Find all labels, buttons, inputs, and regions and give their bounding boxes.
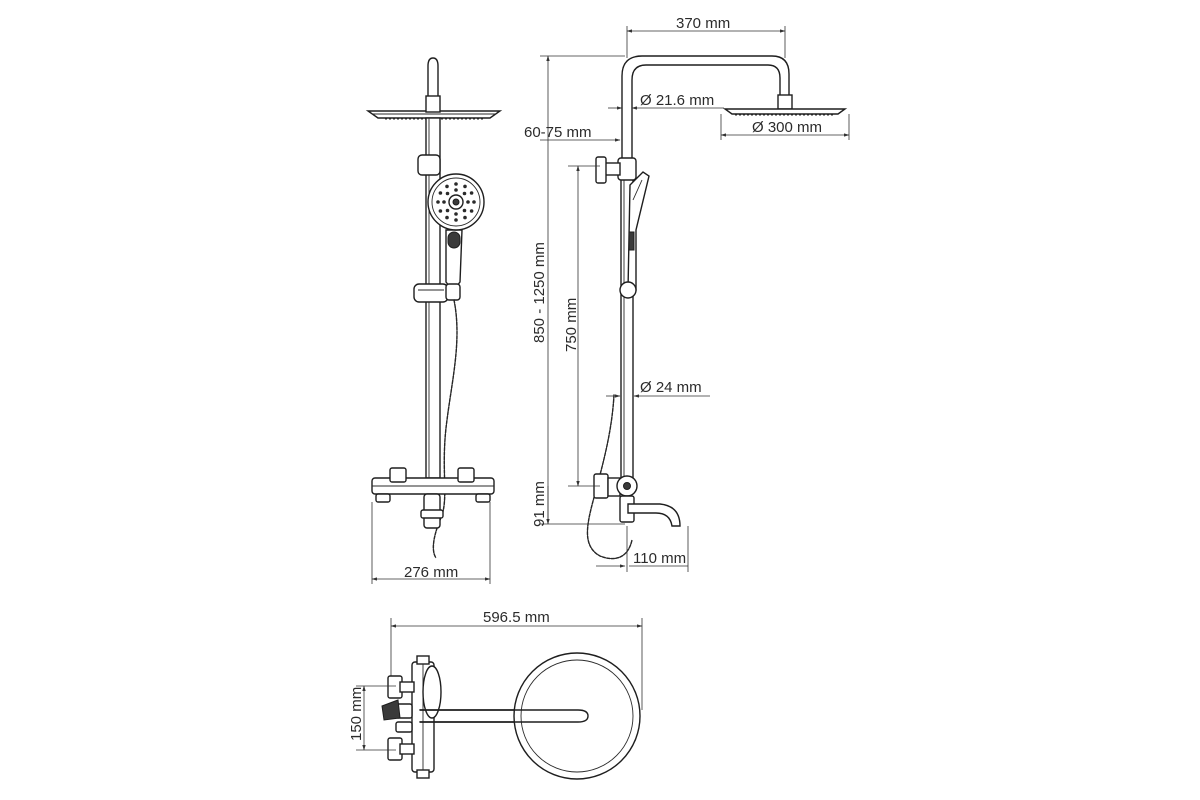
nozzle-dot [445,208,450,213]
nozzle-dot [436,200,440,204]
inlet-spacing-label: 150 mm [348,687,365,741]
dimension-370: 370 mm [626,15,786,58]
dimension-24: Ø 24 mm [606,379,710,398]
dimension-596-5: 596.5 mm [390,609,643,710]
spout-length-label: 110 mm [633,550,686,567]
top-view: 596.5 mm [348,609,643,780]
nozzle-dot [454,188,458,192]
dimension-91: 91 mm [531,481,549,527]
nozzle-dot [442,200,446,204]
nozzle-dot [463,184,467,189]
hand-shower-top [422,665,442,719]
diverter-knob-side [595,156,637,184]
hand-shower-side [619,171,650,299]
dimension-850-1250: 850 - 1250 mm [531,55,625,525]
nozzle-dot [438,191,443,195]
dimension-110: 110 mm [596,526,689,572]
nozzle-dot [438,209,443,213]
nozzle-dot [472,200,476,204]
dimension-21-6: Ø 21.6 mm [608,92,724,110]
rain-shower-head-top [419,652,641,780]
slider-bracket-front [413,283,461,303]
bath-spout-side [627,503,681,527]
rain-shower-head-side [722,94,848,116]
arm-diameter-label: Ø 21.6 mm [640,92,714,109]
front-view: 276 mm [365,57,503,584]
mixer-outlet-front [420,493,444,529]
arm-length-label: 370 mm [676,15,730,32]
total-length-label: 596.5 mm [483,609,550,626]
nozzle-dot [462,208,467,213]
shower-arm-side [621,55,790,161]
dimension-276: 276 mm [371,502,491,584]
nozzle-dot [466,200,470,204]
nozzle-dot [454,212,458,216]
pipe-diameter-label: Ø 24 mm [640,379,702,396]
hand-shower-front [427,173,485,288]
pipe-connector-front [417,154,441,176]
nozzle-dot [454,182,458,186]
slide-bar-label: 750 mm [563,298,580,352]
nozzle-dot [445,191,450,196]
mixer-body-top [411,655,435,779]
dimension-750: 750 mm [563,165,600,487]
side-view: 370 mm Ø 21.6 mm Ø 300 mm 60-75 mm [524,15,850,572]
head-diameter-label: Ø 300 mm [752,119,822,136]
dimension-300: Ø 300 mm [720,114,850,140]
dimension-150: 150 mm [348,685,396,751]
nozzle-dot [454,218,458,222]
nozzle-dot [469,191,474,195]
mixer-width-label: 276 mm [404,564,458,581]
dimension-60-75: 60-75 mm [524,124,621,142]
offset-label: 60-75 mm [524,124,592,141]
nozzle-dot [469,209,474,213]
nozzle-dot [463,215,467,220]
mixer-spout-label: 91 mm [531,481,548,527]
rain-shower-head-front [365,95,503,120]
height-range-label: 850 - 1250 mm [531,242,548,343]
hose-connector-top [381,699,401,721]
hand-shower-nozzles [436,182,476,222]
nozzle-dot [445,184,449,189]
nozzle-dot [462,191,467,196]
mixer-body-side [593,473,638,523]
nozzle-dot [445,215,449,220]
